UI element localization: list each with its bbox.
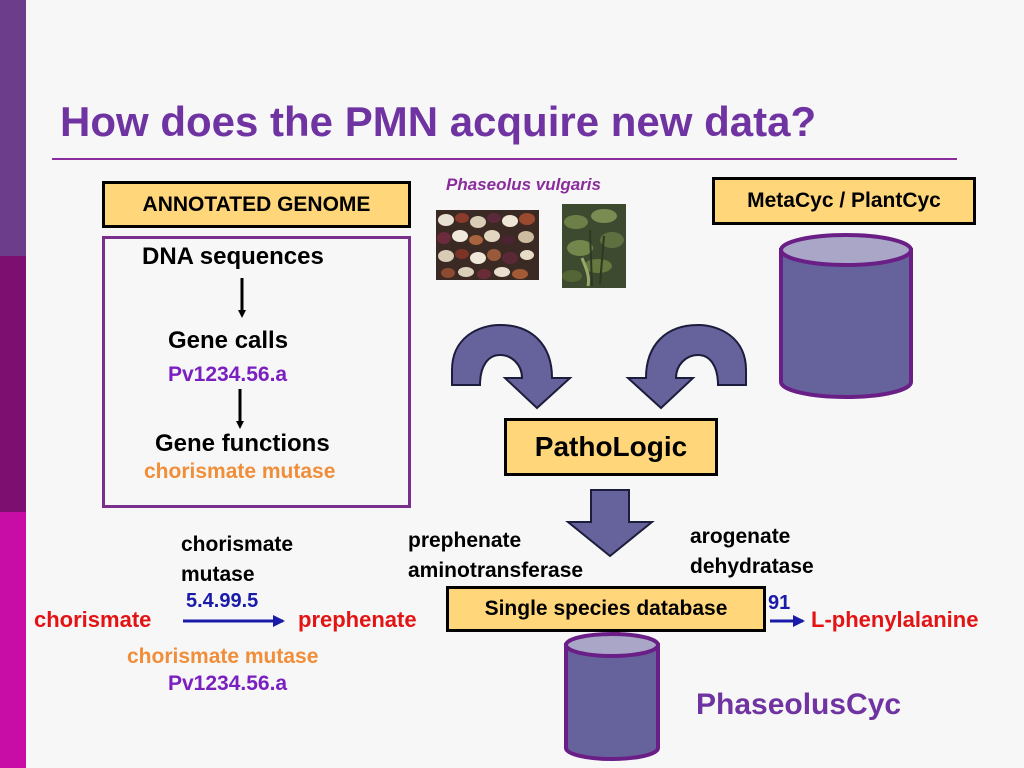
- phaseoluscyc-label: PhaseolusCyc: [696, 688, 902, 721]
- compound-l-phenylalanine: L-phenylalanine: [811, 607, 979, 632]
- function-name-text: chorismate mutase: [144, 460, 336, 483]
- species-name: Phaseolus vulgaris: [446, 175, 601, 194]
- ec-number-1: 5.4.99.5: [186, 590, 259, 612]
- gene-id-text: Pv1234.56.a: [168, 363, 288, 386]
- enzyme1-line2: mutase: [181, 563, 255, 586]
- enzyme2-line1: prephenate: [408, 529, 522, 552]
- dna-sequences-text: DNA sequences: [142, 243, 324, 270]
- enzyme-chorismate-mutase: chorismate mutase: [181, 530, 293, 590]
- annotated-genome-panel: [102, 236, 411, 508]
- gene-calls-text: Gene calls: [168, 327, 289, 354]
- annotation-function-text: chorismate mutase: [127, 645, 319, 668]
- pathologic-label: PathoLogic: [504, 418, 718, 476]
- annotation-gene-text: Pv1234.56.a: [168, 672, 288, 695]
- down-arrow-to-single-db: [565, 489, 655, 558]
- metacyc-plantcyc-label: MetaCyc / PlantCyc: [712, 177, 976, 225]
- curved-arrow-from-genome: [451, 323, 573, 410]
- ec-number-3-partial: 91: [768, 592, 791, 614]
- sidebar-stripe-top: [0, 0, 26, 256]
- metacyc-database-cylinder: [779, 233, 913, 399]
- enzyme1-line1: chorismate: [181, 533, 294, 556]
- enzyme3-line2: dehydratase: [690, 555, 814, 578]
- compound-prephenate: prephenate: [298, 607, 417, 632]
- slide-title: How does the PMN acquire new data?: [60, 98, 817, 145]
- gene-functions-text: Gene functions: [155, 430, 330, 457]
- enzyme-prephenate-aminotransferase: prephenate aminotransferase: [408, 526, 583, 586]
- single-species-database-label: Single species database: [446, 586, 766, 632]
- enzyme-arogenate-dehydratase: arogenate dehydratase: [690, 522, 814, 582]
- annotated-genome-label: ANNOTATED GENOME: [102, 181, 411, 228]
- phaseoluscyc-database-cylinder: [564, 632, 660, 761]
- sidebar-stripe-bottom: [0, 512, 26, 768]
- enzyme2-line2: aminotransferase: [408, 559, 584, 582]
- bean-seeds-image: [436, 210, 539, 280]
- compound-chorismate: chorismate: [34, 607, 152, 632]
- sidebar-stripe-middle: [0, 256, 26, 512]
- hidden-red-mark: [612, 628, 620, 636]
- curved-arrow-from-metacyc: [625, 323, 747, 410]
- title-divider: [52, 158, 957, 160]
- enzyme3-line1: arogenate: [690, 525, 791, 548]
- bean-plant-image: [562, 204, 626, 288]
